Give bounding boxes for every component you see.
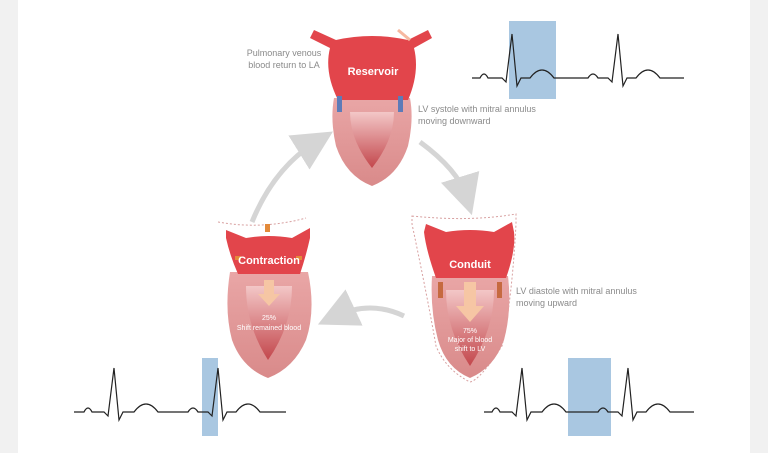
heart-contraction: [217, 217, 312, 378]
ecg-trace-top: [472, 21, 684, 99]
conduit-sub-line2: shift to LV: [455, 346, 486, 353]
reservoir-note-right-line2: moving downward: [418, 116, 491, 126]
down-arrow-icon: [456, 282, 484, 322]
curved-arrow-icon: [249, 131, 334, 223]
contraction-label: Contraction: [238, 255, 300, 267]
conduit-sub-line1: Major of blood: [448, 337, 492, 344]
conduit-percent: 75%: [463, 328, 477, 335]
right-letterbox: [750, 0, 768, 453]
heart-atrium-icon: [226, 228, 310, 274]
reservoir-note-left-line2: blood return to LA: [248, 60, 320, 70]
down-arrow-icon: [258, 280, 280, 306]
left-letterbox: [0, 0, 18, 453]
ecg-trace-icon: [74, 367, 286, 423]
contraction-sub-line1: Shift remained blood: [237, 325, 301, 332]
reservoir-label: Reservoir: [348, 66, 399, 78]
conduit-label: Conduit: [449, 259, 491, 271]
reservoir-note-right-line1: LV systole with mitral annulus: [418, 104, 536, 114]
ecg-highlight-bottom-left: [202, 358, 218, 436]
ecg-highlight-bottom-right: [568, 358, 611, 436]
heart-atrium-icon: [310, 30, 432, 100]
heart-atrium-icon: [424, 222, 515, 278]
ecg-trace-bottom-right: [484, 358, 694, 436]
curved-arrow-icon: [317, 289, 406, 326]
heart-reservoir: [310, 28, 432, 186]
curved-arrow-icon: [418, 139, 480, 216]
conduit-note-line2: moving upward: [516, 298, 577, 308]
conduit-note-line1: LV diastole with mitral annulus: [516, 286, 637, 296]
ecg-trace-icon: [484, 367, 694, 423]
ecg-trace-bottom-left: [74, 358, 286, 436]
contraction-percent: 25%: [262, 315, 276, 322]
reservoir-note-left-line1: Pulmonary venous: [247, 48, 322, 58]
ecg-trace-icon: [472, 33, 684, 89]
heart-conduit: [411, 213, 517, 383]
ecg-highlight-top: [509, 21, 556, 99]
